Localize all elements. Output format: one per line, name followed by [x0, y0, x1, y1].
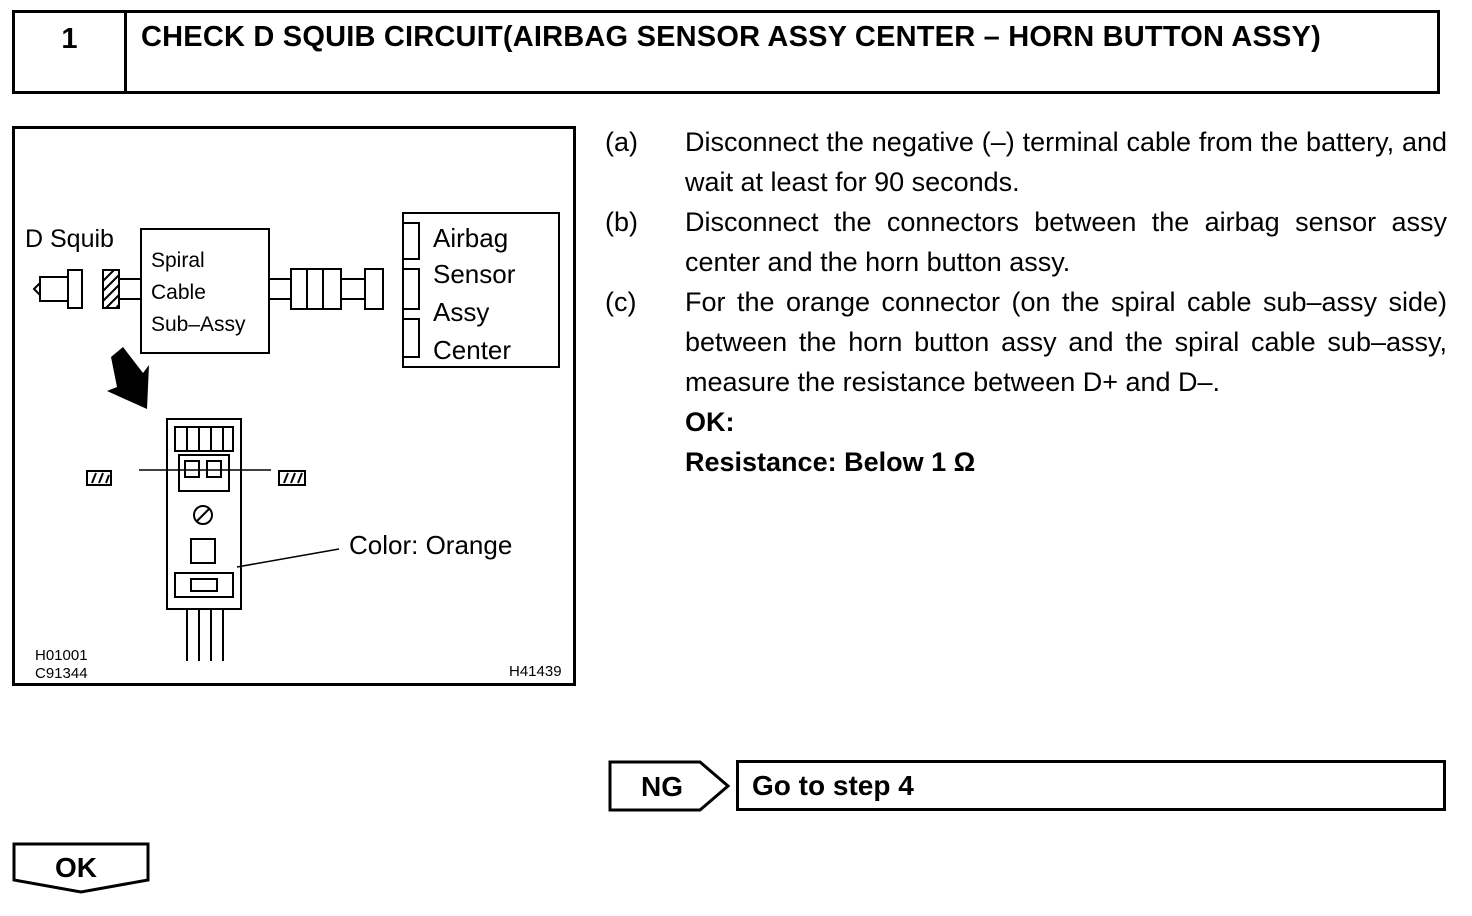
label-sub-assy: Sub–Assy — [151, 313, 246, 336]
ng-tag: NG — [608, 760, 732, 817]
terminal-symbol-left — [86, 470, 112, 486]
circuit-diagram: D Squib Spiral Cable Sub–Assy Airbag Sen… — [25, 212, 562, 682]
arrow-icon — [107, 347, 149, 409]
instruction-marker: (b) — [605, 207, 638, 237]
step-number: 1 — [15, 13, 127, 91]
terminal-symbol-right — [278, 470, 306, 486]
label-color-orange: Color: Orange — [349, 530, 512, 560]
label-d-squib: D Squib — [25, 225, 114, 253]
label-cable: Cable — [151, 281, 206, 304]
label-assy: Assy — [433, 297, 489, 327]
step-title: CHECK D SQUIB CIRCUIT(AIRBAG SENSOR ASSY… — [141, 21, 1321, 53]
label-sensor: Sensor — [433, 259, 516, 289]
spec-resistance: Resistance: Below 1 Ω — [685, 447, 976, 477]
ok-label: OK — [55, 852, 97, 883]
circuit-figure: D Squib Spiral Cable Sub–Assy Airbag Sen… — [12, 126, 576, 686]
label-spiral: Spiral — [151, 249, 205, 272]
instruction-item: (c) For the orange connector (on the spi… — [605, 282, 1447, 402]
instruction-marker: (a) — [605, 127, 638, 157]
figure-code-3: H41439 — [509, 663, 562, 680]
instruction-text: For the orange connector (on the spiral … — [685, 287, 1447, 397]
squib-plug-tip — [32, 282, 41, 296]
ng-label: NG — [641, 771, 683, 802]
squib-connector — [39, 276, 69, 302]
spec-ok-label: OK: — [685, 407, 735, 437]
orange-connector-drawing — [166, 418, 242, 661]
figure-code-2: C91344 — [35, 665, 88, 682]
step-header: 1 CHECK D SQUIB CIRCUIT(AIRBAG SENSOR AS… — [12, 10, 1440, 94]
instruction-text: Disconnect the connectors between the ai… — [685, 207, 1447, 277]
ok-tag: OK — [12, 842, 152, 901]
squib-connector-flange — [67, 269, 83, 309]
instruction-marker: (c) — [605, 287, 637, 317]
label-airbag: Airbag — [433, 223, 508, 253]
ng-target-box: Go to step 4 — [736, 760, 1446, 811]
instruction-item: (b) Disconnect the connectors between th… — [605, 202, 1447, 282]
instruction-text: Disconnect the negative (–) terminal cab… — [685, 127, 1447, 197]
figure-code-1: H01001 — [35, 647, 88, 664]
instructions: (a) Disconnect the negative (–) terminal… — [605, 122, 1447, 482]
instruction-item: (a) Disconnect the negative (–) terminal… — [605, 122, 1447, 202]
label-center: Center — [433, 335, 511, 365]
